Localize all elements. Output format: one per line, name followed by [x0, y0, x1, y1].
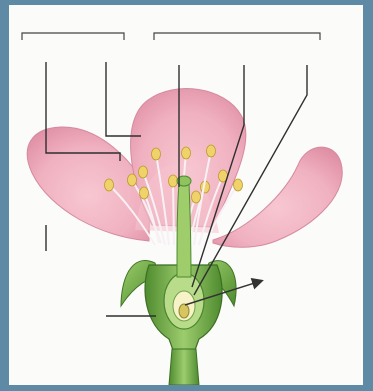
- stamen-anther: [128, 174, 137, 186]
- label-bracket-left: [22, 33, 124, 40]
- stamen-anther: [182, 147, 191, 159]
- stamen-anther: [169, 175, 178, 187]
- stamen-anther: [234, 179, 243, 191]
- diagram-panel: [9, 5, 363, 385]
- stamen-anther: [207, 145, 216, 157]
- stamen-anther: [139, 166, 148, 178]
- stamen-anther: [105, 179, 114, 191]
- label-bracket-right: [154, 33, 320, 40]
- stamen-anther: [140, 187, 149, 199]
- ovule: [179, 304, 189, 318]
- flower-diagram: [9, 5, 363, 385]
- stamen-anther: [152, 148, 161, 160]
- pistil-style: [177, 183, 191, 277]
- stamen-anther: [192, 191, 201, 203]
- stem: [169, 349, 199, 385]
- stamen-filament: [173, 181, 174, 245]
